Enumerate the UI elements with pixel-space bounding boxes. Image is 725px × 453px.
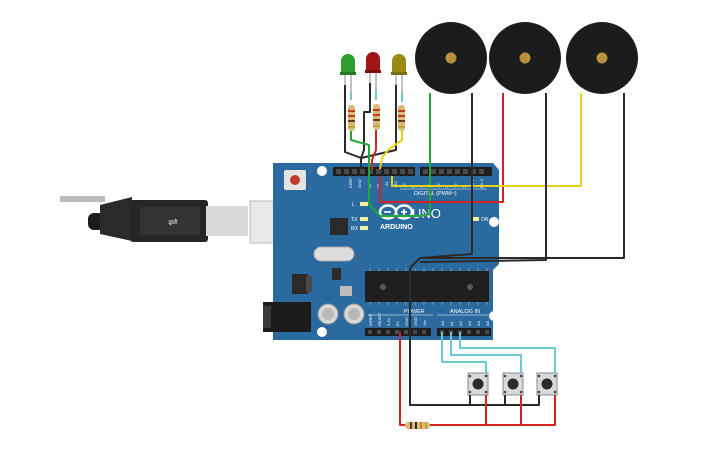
- wire-cyan[interactable]: [450, 332, 522, 373]
- digital-pin-label: ~10: [393, 180, 398, 188]
- resistor[interactable]: [398, 105, 405, 131]
- mount-hole: [489, 311, 499, 321]
- arduino-logo: [378, 204, 414, 220]
- wire-black[interactable]: [344, 85, 362, 169]
- piezo-buzzer[interactable]: [566, 22, 638, 94]
- wire-red[interactable]: [486, 395, 522, 426]
- wire-black[interactable]: [470, 395, 506, 406]
- aref-label: AREF: [348, 177, 353, 188]
- wire-yellow[interactable]: [379, 131, 403, 170]
- led-rx: [360, 226, 368, 230]
- wire-green[interactable]: [419, 93, 431, 217]
- board-model-label: UNO: [412, 206, 441, 221]
- wire-cyan[interactable]: [441, 332, 487, 373]
- small-ic: [332, 268, 341, 280]
- wire-red[interactable]: [379, 93, 504, 203]
- mount-hole: [489, 217, 499, 227]
- mount-hole: [317, 327, 327, 337]
- power-pin-label: Vin: [422, 320, 427, 326]
- led-tx: [360, 217, 368, 221]
- led-l: [360, 202, 368, 206]
- wire-red[interactable]: [521, 395, 556, 426]
- digital-header-label: DIGITAL (PWM~): [414, 191, 457, 197]
- analog-pin-label: A2: [458, 320, 463, 326]
- analog-pin-label: A3: [467, 320, 472, 326]
- power-pin-label: 3.3V: [386, 317, 391, 326]
- analog-pin-labels: A0 A1 A2 A3 A4 A5: [440, 320, 490, 326]
- wire-black[interactable]: [360, 83, 371, 159]
- power-pin-label: IOREF: [368, 313, 373, 326]
- yellow-led[interactable]: [391, 54, 407, 92]
- led-l-label: L: [352, 202, 355, 208]
- wire-black[interactable]: [505, 395, 540, 406]
- board-brand-label: ARDUINO: [380, 224, 413, 231]
- resistor[interactable]: [373, 104, 380, 130]
- gnd-label: GND: [357, 179, 362, 188]
- digital-pin-label: RX 0: [479, 178, 484, 188]
- reset-button-cap[interactable]: [290, 175, 300, 185]
- resistor[interactable]: [348, 105, 355, 131]
- wire-black[interactable]: [409, 330, 471, 406]
- wire-black[interactable]: [420, 93, 625, 259]
- pushbutton[interactable]: [502, 372, 524, 396]
- wire-green[interactable]: [350, 131, 420, 217]
- usb-icon: ⇌: [168, 215, 178, 229]
- red-led[interactable]: [365, 52, 381, 90]
- usb-cable-wire: [60, 196, 105, 202]
- pushbutton[interactable]: [467, 372, 489, 396]
- power-pin-label: 5V: [395, 321, 400, 326]
- led-tx-label: TX: [351, 217, 358, 223]
- wire-yellow[interactable]: [391, 93, 582, 187]
- green-led[interactable]: [340, 54, 356, 92]
- analog-pin-label: A1: [449, 320, 454, 326]
- crystal-oscillator: [313, 246, 355, 262]
- wire-red[interactable]: [399, 332, 408, 426]
- digital-pin-label: 12: [376, 183, 381, 188]
- analog-pin-label: A0: [440, 320, 445, 326]
- analog-header: [437, 328, 491, 336]
- piezo-buzzer[interactable]: [415, 22, 487, 94]
- analog-pin-label: A4: [476, 320, 481, 326]
- usb-cable[interactable]: ⇌: [60, 196, 307, 244]
- usb-interface-chip: [330, 218, 348, 235]
- wire-black[interactable]: [360, 85, 397, 159]
- power-pin-label: RESET: [377, 312, 382, 326]
- digital-pin-label: ~11: [384, 181, 389, 188]
- digital-header-left: [333, 167, 415, 176]
- piezo-buzzer[interactable]: [489, 22, 561, 94]
- analog-pin-label: A5: [485, 320, 490, 326]
- power-pin-label: GND: [404, 317, 409, 326]
- wire-cyan[interactable]: [459, 332, 556, 373]
- analog-header-label: ANALOG IN: [450, 309, 480, 315]
- usb-plug-metal: [206, 206, 248, 236]
- resistor[interactable]: [405, 422, 430, 429]
- led-rx-label: RX: [351, 226, 359, 232]
- power-header-label: POWER: [404, 309, 425, 315]
- smd-part: [340, 286, 352, 296]
- led-on: [471, 217, 479, 221]
- pushbutton[interactable]: [536, 372, 558, 396]
- wire-black[interactable]: [419, 93, 547, 263]
- power-pin-labels: IOREF RESET 3.3V 5V GND GND Vin: [368, 312, 427, 326]
- mount-hole: [317, 166, 327, 176]
- voltage-regulator: [292, 274, 308, 294]
- power-pin-label: GND: [413, 317, 418, 326]
- wire-red[interactable]: [428, 395, 487, 426]
- led-on-label: ON: [481, 217, 489, 223]
- wire-red[interactable]: [371, 130, 377, 169]
